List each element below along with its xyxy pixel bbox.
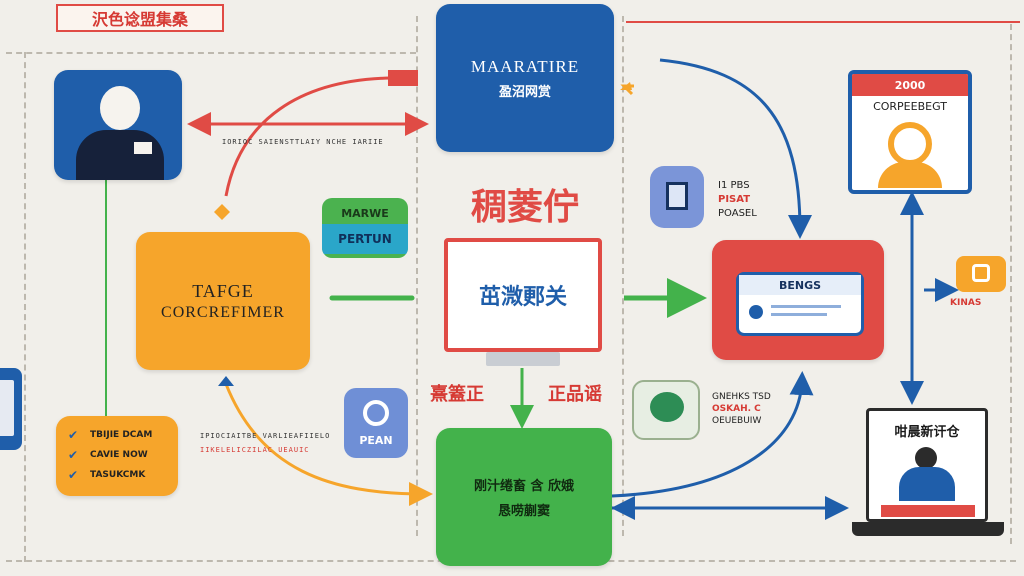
person-badge[interactable]: MARWE PERTUN — [322, 198, 408, 258]
avatar-body-icon — [76, 130, 164, 180]
frame-top-dashed-line — [6, 52, 416, 54]
arrow-caption: IORIOC SAIENSTTLAIY NCHE IARIIE — [222, 138, 384, 146]
side-mid-text-1: GNEHKS TSD — [712, 392, 771, 402]
center-monitor[interactable]: 茁溦郠关 — [444, 238, 602, 352]
side-mid-text-2: OSKAH. C — [712, 404, 761, 414]
bengs-node[interactable]: BENGS — [712, 240, 884, 360]
center-label-left: 熹篕正 — [430, 384, 484, 405]
app-icon-top[interactable] — [650, 166, 704, 228]
person-badge-line2: PERTUN — [322, 224, 408, 254]
meeting-title: 咁晨新讦仓 — [894, 425, 960, 440]
target-line1: TAFGE — [192, 280, 254, 301]
action-line2: 恳唠蒯窦 — [497, 504, 550, 519]
header-tag: 沢色谂盟集桑 — [56, 4, 224, 32]
user-avatar-card[interactable] — [54, 70, 182, 180]
pean-badge[interactable]: PEAN — [344, 388, 408, 458]
meeting-person-head-icon — [915, 447, 937, 469]
target-customer-node[interactable]: TAFGE CORCREFIMER — [136, 232, 310, 370]
frame-mid-dashed-line — [416, 16, 418, 536]
pean-ring-icon — [363, 400, 389, 426]
center-monitor-text: 茁溦郠关 — [478, 285, 567, 310]
result-title: CORPEEBEGT — [873, 100, 947, 113]
result-year: 2000 — [852, 74, 968, 96]
result-badge-icon — [888, 122, 932, 166]
right-orange-icon[interactable] — [956, 256, 1006, 292]
side-top-text-1: I1 PBS — [718, 180, 750, 191]
frame-left-dashed-line — [24, 52, 26, 562]
avatar-badge-icon — [134, 142, 152, 154]
frame-top-right-red-line — [626, 21, 1020, 23]
left-edge-tablet-icon — [0, 368, 22, 450]
bengs-dot-icon — [749, 305, 763, 319]
bengs-window: BENGS — [736, 272, 864, 336]
meeting-laptop-base — [852, 522, 1004, 536]
frame-right-dashed-line — [622, 16, 624, 536]
monitor-stand-icon — [486, 352, 560, 366]
checklist-card[interactable]: ✔ ✔ ✔ TBIJIE DCAM CAVIE NOW TASUKCMK — [56, 416, 178, 496]
checklist-icon-1: ✔ — [68, 428, 79, 442]
person-badge-line1: MARWE — [341, 206, 389, 220]
marketing-title: MAARATIRE — [470, 56, 580, 76]
right-small-label: KINAS — [950, 298, 982, 308]
checklist-icon-2: ✔ — [68, 448, 79, 462]
checklist-item-1: TBIJIE DCAM — [90, 430, 153, 440]
center-label-right: 正品谣 — [548, 384, 602, 405]
under-caption-2: IIKELELICZILAC UEAUIC — [200, 446, 310, 454]
side-top-text-2: PISAT — [718, 194, 751, 205]
frame-far-right-dashed-line — [1010, 24, 1012, 544]
side-mid-text-3: OEUEBUIW — [712, 416, 762, 426]
under-caption-1: IPIOCIAITBE VARLIEAFIIELO — [200, 432, 331, 440]
pean-label: PEAN — [359, 434, 393, 447]
marketing-subtitle: 盈沼网赏 — [498, 84, 551, 100]
action-node[interactable]: 刚汁绻畜 含 欣娥 恳唠蒯窦 — [436, 428, 612, 566]
bengs-label: BENGS — [739, 275, 861, 295]
app-icon-mid[interactable] — [632, 380, 700, 440]
center-heading: 稠菱佇 — [470, 187, 579, 228]
side-top-text-3: POASEL — [718, 208, 757, 219]
meeting-laptop[interactable]: 咁晨新讦仓 — [866, 408, 988, 522]
result-card[interactable]: 2000 CORPEEBEGT — [848, 70, 972, 194]
checklist-item-2: CAVIE NOW — [90, 450, 148, 460]
target-line2: CORCREFIMER — [161, 303, 285, 321]
meeting-person-body-icon — [899, 467, 955, 501]
checklist-icon-3: ✔ — [68, 468, 79, 482]
checklist-item-3: TASUKCMK — [90, 470, 146, 480]
action-line1: 刚汁绻畜 含 欣娥 — [473, 479, 575, 494]
marketing-node[interactable]: MAARATIRE 盈沼网赏 — [436, 4, 614, 152]
avatar-head-icon — [100, 86, 140, 130]
